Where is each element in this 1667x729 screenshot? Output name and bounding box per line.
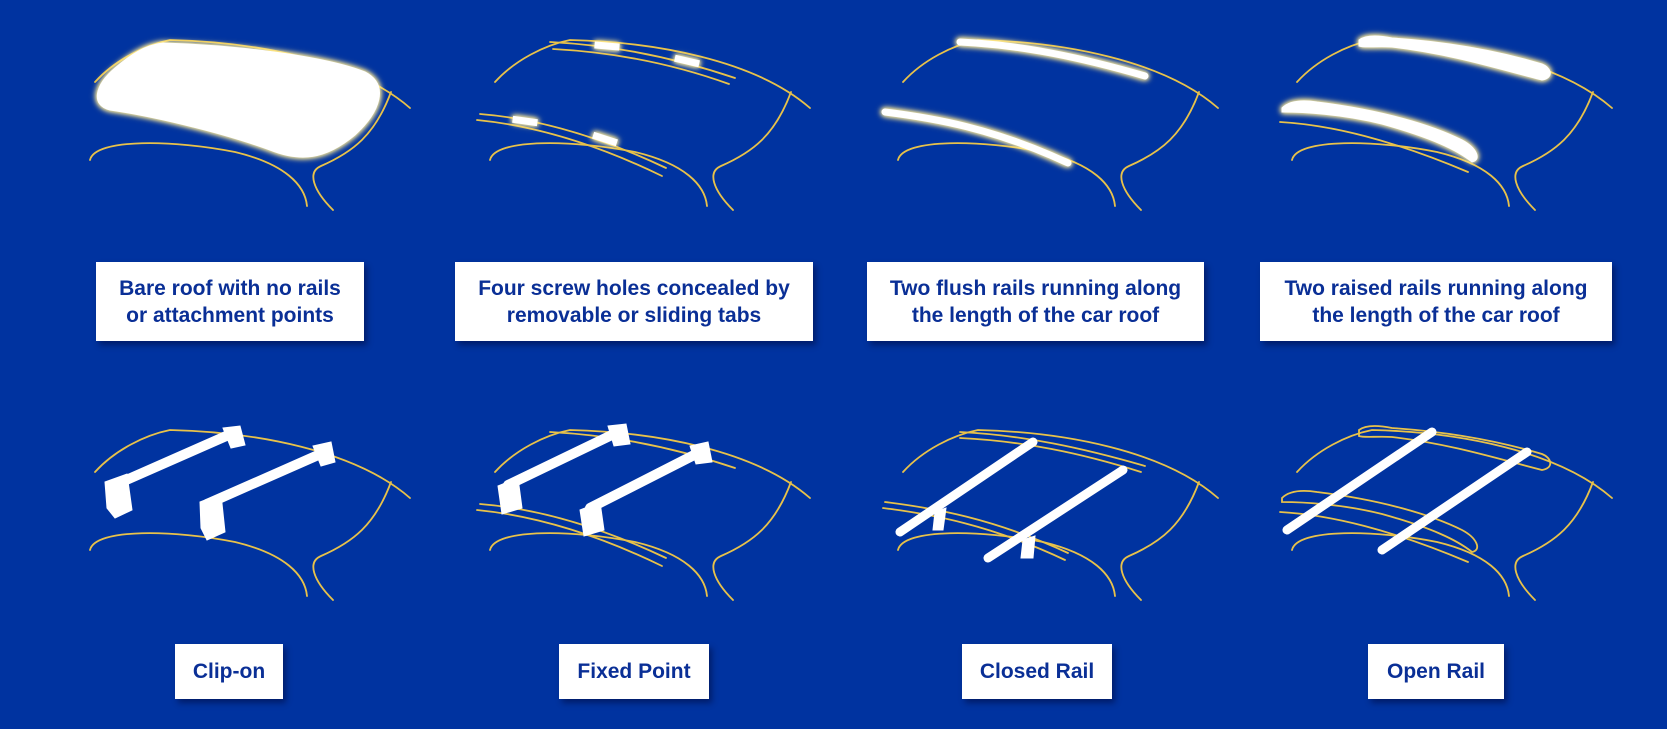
flush-rails-illustration <box>881 38 1219 211</box>
panel-fixed-points: Four screw holes concealed by removable … <box>440 0 840 341</box>
flush-rail-rear <box>956 38 1149 80</box>
clip-on-rack-illustration <box>89 425 411 601</box>
screw-tab-3 <box>512 115 538 127</box>
screw-tab-1 <box>594 41 620 51</box>
clip-on-foot-3 <box>222 425 246 449</box>
clip-on-bar-rear <box>110 428 238 490</box>
raised-rail-rear <box>1358 35 1551 81</box>
panel-flush-rails: Two flush rails running along the length… <box>843 0 1243 341</box>
description-raised-rails: Two raised rails running along the lengt… <box>1260 262 1612 341</box>
closed-rail-rack-illustration <box>882 429 1219 601</box>
label-open-rail: Open Rail <box>1368 644 1504 699</box>
fixed-point-foot-4 <box>689 441 713 465</box>
raised-rail-front <box>1281 100 1478 163</box>
raised-rails-illustration <box>1279 35 1613 211</box>
panel-open-rail-rack <box>1242 390 1642 630</box>
description-bare-roof: Bare roof with no rails or attachment po… <box>96 262 364 341</box>
panel-raised-rails: Two raised rails running along the lengt… <box>1242 0 1642 341</box>
bare-roof-illustration <box>89 39 411 211</box>
clip-on-foot-4 <box>312 441 336 467</box>
fixed-point-foot-1 <box>497 477 523 515</box>
open-rail-bar-rear <box>1282 427 1437 535</box>
fixed-point-bar-rear <box>503 427 623 490</box>
closed-rail-bar-front <box>983 465 1128 563</box>
fixed-point-bar-front <box>585 447 705 513</box>
fixed-point-rack-illustration <box>476 423 811 601</box>
closed-rail-foot-2 <box>1020 535 1036 559</box>
description-flush-rails: Two flush rails running along the length… <box>867 262 1204 341</box>
screw-tab-2 <box>674 54 700 68</box>
closed-rail-foot-1 <box>932 507 947 531</box>
label-fixed-point: Fixed Point <box>559 644 709 699</box>
clip-on-bar-front <box>202 447 330 509</box>
label-clip-on: Clip-on <box>175 644 283 699</box>
clip-on-foot-1 <box>104 473 133 519</box>
clip-on-foot-2 <box>199 493 226 541</box>
open-rail-bar-front <box>1377 447 1532 555</box>
panel-closed-rail-rack <box>843 390 1243 630</box>
label-closed-rail: Closed Rail <box>962 644 1112 699</box>
fixed-points-illustration <box>476 39 811 211</box>
panel-fixed-point-rack <box>440 390 840 630</box>
fixed-point-foot-3 <box>607 423 631 447</box>
open-rail-rack-illustration <box>1279 425 1613 601</box>
description-fixed-points: Four screw holes concealed by removable … <box>455 262 813 341</box>
closed-rail-bar-rear <box>895 437 1038 537</box>
panel-bare-roof: Bare roof with no rails or attachment po… <box>35 0 435 341</box>
bare-roof-panel <box>96 42 380 158</box>
panel-clip-on <box>35 390 435 630</box>
screw-tab-4 <box>592 131 618 147</box>
fixed-point-foot-2 <box>579 501 605 537</box>
flush-rail-front <box>881 108 1072 167</box>
